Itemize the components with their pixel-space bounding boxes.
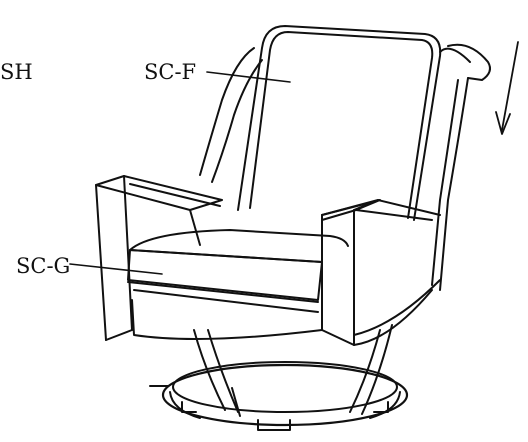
right-arm	[321, 199, 441, 346]
part-label-sc-f: SC-F	[144, 60, 197, 84]
arrow-down-icon	[495, 41, 519, 135]
seat-cushion	[127, 229, 349, 313]
left-arm	[95, 175, 223, 341]
chair-frame-back	[199, 43, 491, 291]
leader-lines	[69, 71, 291, 275]
partial-label-sh: SH	[0, 60, 33, 84]
part-label-sc-g: SC-G	[16, 254, 71, 278]
chair-body	[131, 279, 441, 346]
swivel-base	[149, 361, 409, 431]
back-cushion	[237, 25, 442, 221]
